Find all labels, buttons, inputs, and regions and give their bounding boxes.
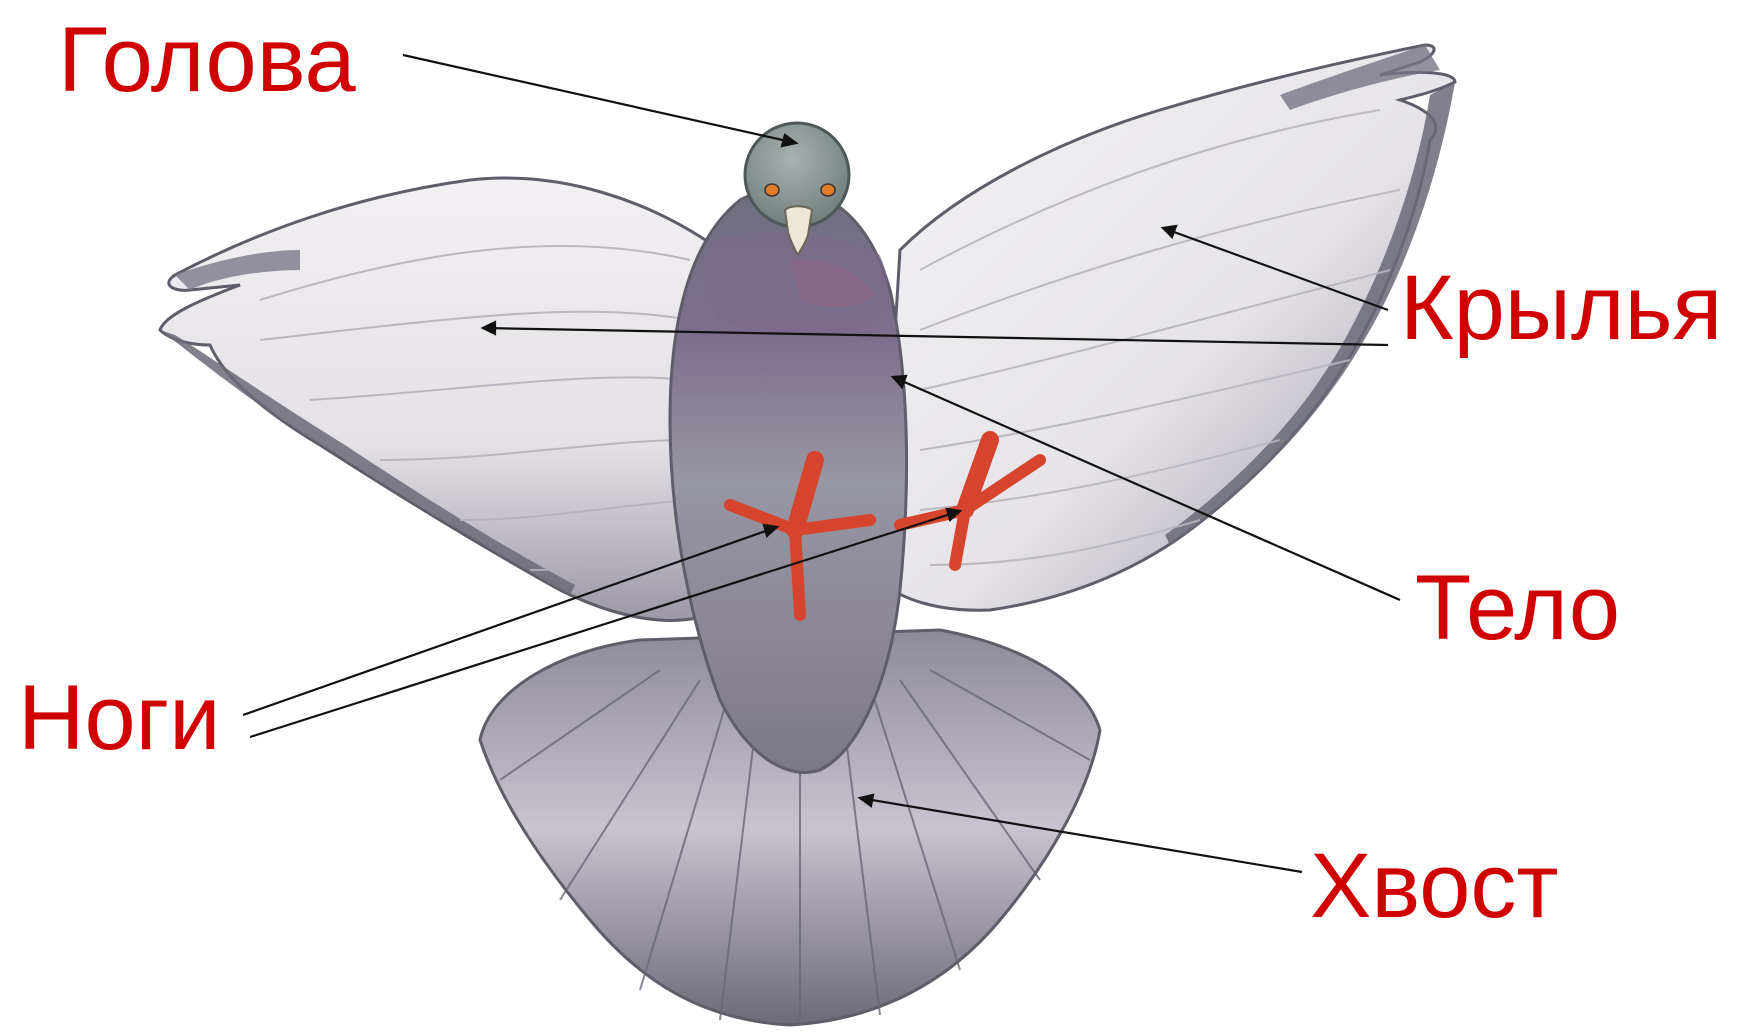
label-tail: Хвост [1310, 840, 1559, 932]
label-body: Тело [1415, 562, 1620, 654]
label-wings: Крылья [1400, 262, 1722, 354]
label-head: Голова [58, 14, 356, 106]
pointer-head [403, 55, 796, 146]
label-legs: Ноги [18, 672, 221, 764]
pigeon-left-wing [160, 178, 720, 620]
